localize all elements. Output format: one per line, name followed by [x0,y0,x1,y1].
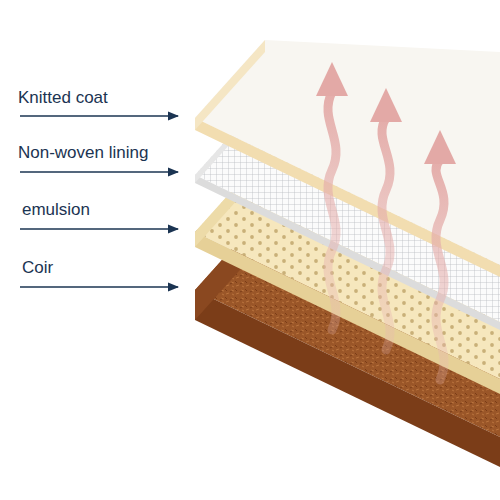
part-label: Coir [22,258,53,278]
airflow-head [370,88,402,122]
leader-arrow [20,171,178,173]
part-label: Knitted coat [18,88,108,108]
coat-front [195,118,500,277]
airflow-arrow [328,92,336,330]
part-label: emulsion [22,200,90,220]
airflow-head [316,62,348,96]
airflow-arrows [328,92,444,380]
airflow-arrow [382,118,390,350]
leader-arrow [20,286,178,288]
airflow-arrow [436,160,444,380]
leader-arrow [20,115,178,117]
airflow-head [424,130,456,164]
leader-arrow [20,228,178,230]
leader-lines [20,116,178,287]
coat-side [195,40,265,130]
airflow-heads [316,62,456,164]
coat-top [195,40,500,265]
coat-layer [195,40,500,277]
part-label: Non-woven lining [18,143,148,163]
